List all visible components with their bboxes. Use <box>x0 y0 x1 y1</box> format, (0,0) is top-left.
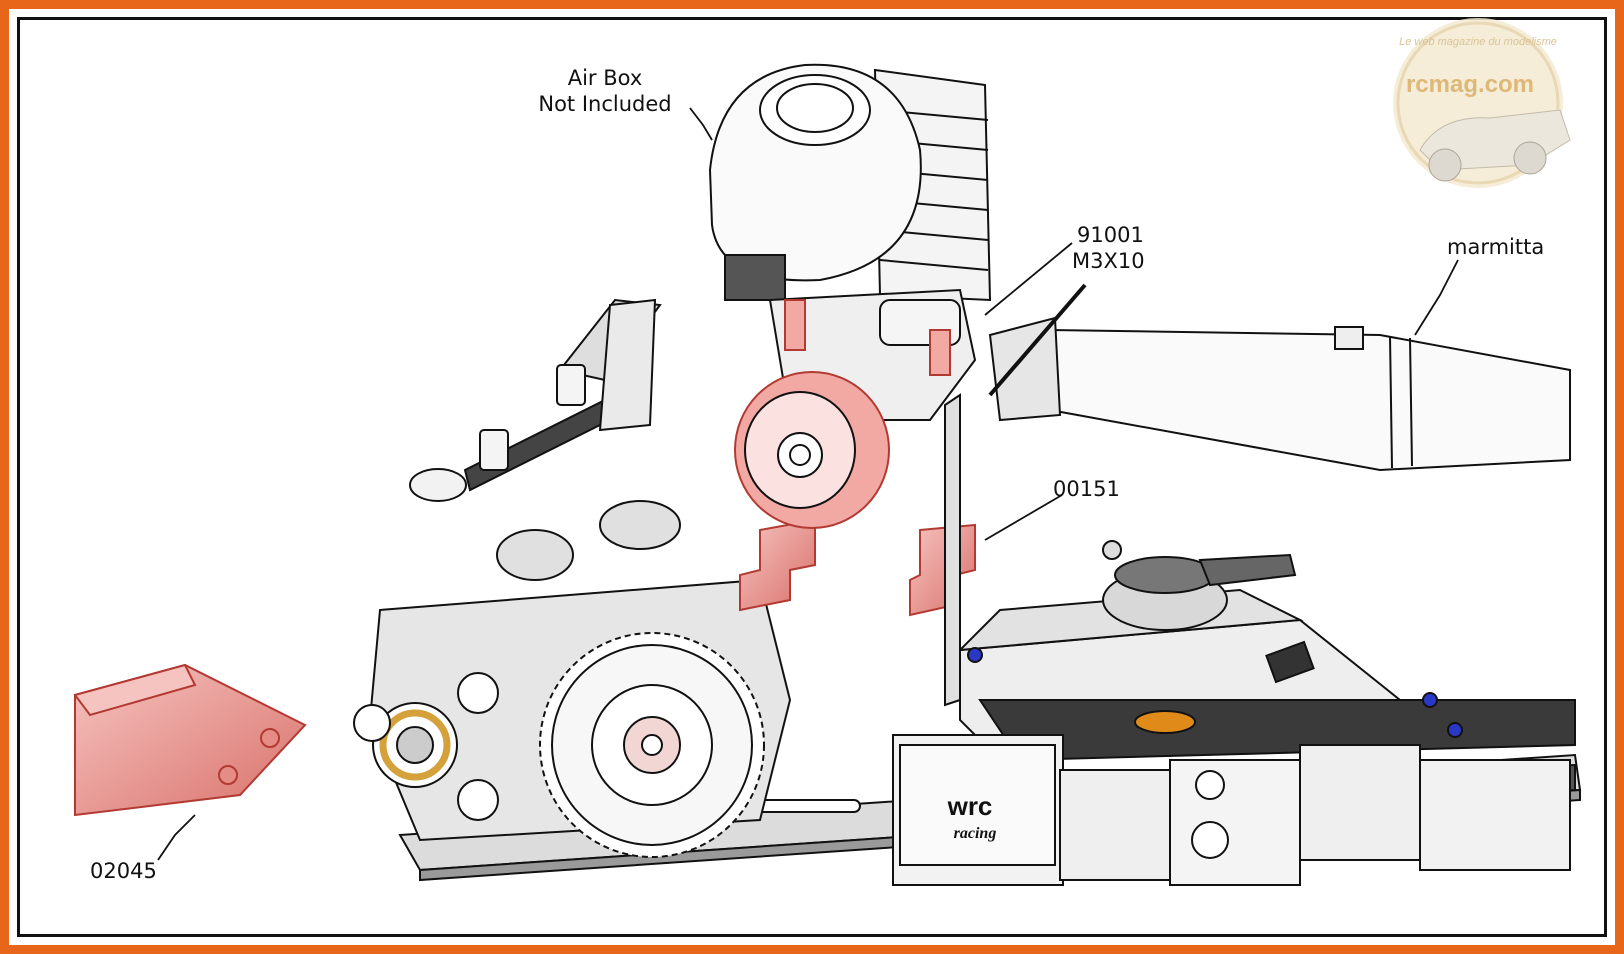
label-mount-code: 00151 <box>1053 477 1120 501</box>
label-air-box-line2: Not Included <box>538 92 672 116</box>
upper-bulkhead <box>409 298 662 502</box>
label-air-box-line1: Air Box <box>567 66 643 90</box>
diagram-border <box>17 17 1607 937</box>
muffler-icon <box>944 283 1571 707</box>
watermark-tagline: Le web magazine du modelisme <box>1399 36 1557 48</box>
clutch-bell <box>734 299 951 529</box>
label-airscoop-code: 02045 <box>90 859 157 883</box>
leader-lines <box>157 107 1459 861</box>
watermark-logo-icon <box>1393 18 1571 188</box>
label-screw-code: 91001 <box>1077 223 1144 247</box>
label-muffler: marmitta <box>1447 235 1545 259</box>
gear-icon <box>539 632 765 858</box>
servo-icon <box>892 734 1571 886</box>
engine-icon <box>708 63 992 421</box>
airscoop-icon <box>73 663 307 817</box>
servo-logo-sub: racing <box>954 825 997 842</box>
servo-logo: wrc <box>947 791 993 821</box>
watermark-site: rcmag.com <box>1406 71 1534 98</box>
engine-mount <box>739 518 976 617</box>
label-screw-size: M3X10 <box>1072 249 1145 273</box>
